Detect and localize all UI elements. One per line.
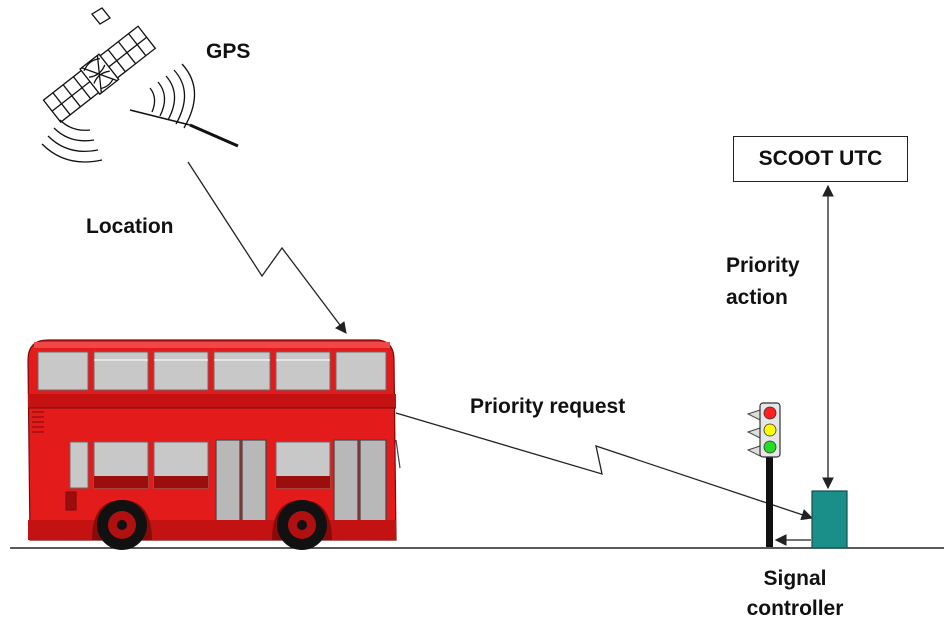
priority-action-label-line1: Priority <box>726 254 800 277</box>
scoot-utc-label: SCOOT UTC <box>758 147 883 170</box>
priority-request-arrow <box>395 412 814 521</box>
satellite-icon <box>41 7 239 163</box>
location-signal-arrow <box>187 161 347 334</box>
gps-label: GPS <box>206 40 251 63</box>
scoot-utc-box: SCOOT UTC <box>733 136 908 182</box>
double-decker-bus-icon <box>27 339 401 550</box>
priority-request-label: Priority request <box>470 395 626 418</box>
signal-controller-label-line2: controller <box>746 597 844 620</box>
signal-controller-box-icon <box>811 490 848 549</box>
location-label: Location <box>86 215 174 238</box>
traffic-light-icon <box>746 402 781 547</box>
priority-action-label-line2: action <box>726 286 788 309</box>
signal-controller-label-line1: Signal <box>763 567 827 590</box>
